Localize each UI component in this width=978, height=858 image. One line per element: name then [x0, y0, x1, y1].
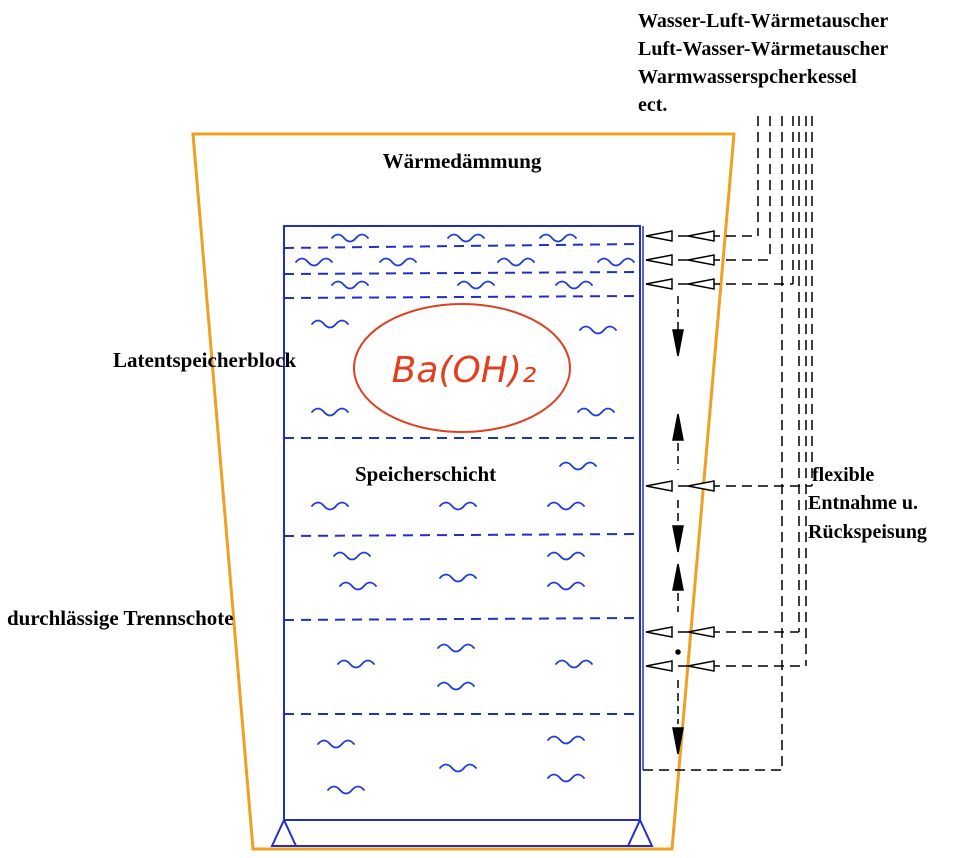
separator-line — [283, 533, 641, 537]
water-wave-icon — [331, 233, 369, 243]
arrow-up-icon — [672, 413, 684, 441]
water-wave-icon — [439, 501, 477, 511]
water-wave-icon — [379, 257, 417, 267]
arrow-left-icon — [645, 626, 673, 638]
exchanger-label-1: Wasser-Luft-Wärmetauscher — [638, 10, 888, 32]
water-wave-icon — [437, 643, 475, 653]
water-wave-icon — [295, 257, 333, 267]
water-wave-icon — [439, 573, 477, 583]
insulation-shell — [191, 132, 736, 851]
water-wave-icon — [337, 659, 375, 669]
chemical-ellipse — [353, 303, 571, 433]
water-wave-icon — [311, 319, 349, 329]
arrow-down-icon — [672, 525, 684, 553]
flow-arrows — [672, 296, 684, 755]
water-wave-icon — [579, 325, 617, 335]
water-wave-icon — [547, 501, 585, 511]
water-wave-icon — [547, 735, 585, 745]
separator-line — [283, 271, 641, 275]
arrow-left-icon — [687, 480, 715, 492]
insulation-label: Wärmedämmung — [383, 149, 542, 173]
separator-line — [283, 617, 641, 621]
arrow-left-icon — [687, 626, 715, 638]
water-wave-icon — [555, 280, 593, 290]
arrow-down-icon — [672, 727, 684, 755]
water-wave-icon — [447, 233, 485, 243]
water-wave-icon — [333, 551, 371, 561]
separator-label: durchlässige Trennschote — [7, 606, 234, 630]
exchanger-label-2: Luft-Wasser-Wärmetauscher — [638, 38, 888, 60]
arrow-left-icon — [645, 230, 673, 242]
exchanger-label-4: ect. — [638, 94, 667, 116]
water-waves — [295, 233, 635, 795]
water-wave-icon — [547, 551, 585, 561]
water-wave-icon — [597, 257, 635, 267]
arrow-left-icon — [645, 254, 673, 266]
arrow-left-icon — [687, 230, 715, 242]
flexible-label-3: Rückspeisung — [808, 521, 927, 543]
arrow-left-icon — [645, 660, 673, 672]
flexible-label-1: flexible — [812, 464, 874, 486]
latent-block-label: Latentspeicherblock — [113, 348, 296, 372]
water-wave-icon — [439, 763, 477, 773]
water-wave-icon — [437, 681, 475, 691]
flexible-label-2: Entnahme u. — [808, 492, 918, 514]
separator-line — [283, 243, 641, 249]
connection-pipes — [643, 230, 812, 771]
water-wave-icon — [497, 257, 535, 267]
arrow-left-icon — [687, 254, 715, 266]
water-wave-icon — [317, 739, 355, 749]
water-wave-icon — [331, 280, 369, 290]
water-wave-icon — [457, 280, 495, 290]
water-wave-icon — [547, 773, 585, 783]
storage-tank — [270, 225, 654, 847]
exchanger-label-3: Warmwasserspcherkessel — [638, 66, 857, 88]
arrow-down-icon — [672, 329, 684, 357]
water-wave-icon — [555, 659, 593, 669]
water-wave-icon — [547, 581, 585, 591]
chemical-formula: Ba(OH)₂ — [392, 350, 537, 391]
water-wave-icon — [339, 581, 377, 591]
water-wave-icon — [559, 461, 597, 471]
water-wave-icon — [539, 233, 577, 243]
arrow-left-icon — [645, 278, 673, 290]
water-wave-icon — [327, 785, 365, 795]
storage-layer-label: Speicherschicht — [355, 462, 496, 486]
water-wave-icon — [311, 501, 349, 511]
separator-line — [283, 295, 641, 299]
water-wave-icon — [311, 407, 349, 417]
arrow-left-icon — [645, 480, 673, 492]
arrow-left-icon — [687, 660, 715, 672]
water-wave-icon — [577, 407, 615, 417]
arrow-up-icon — [672, 563, 684, 591]
riser-pipes — [757, 116, 813, 770]
separator-lines — [283, 243, 641, 715]
arrow-left-icon — [687, 278, 715, 290]
